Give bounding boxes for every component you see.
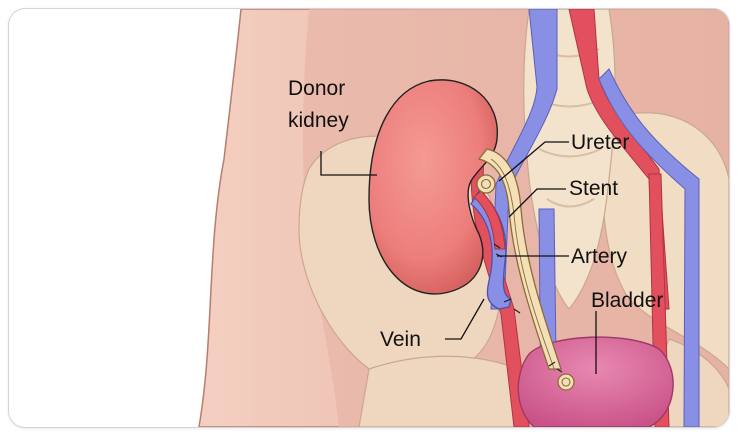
label-donor-kidney-line1: Donor: [288, 77, 345, 100]
kidney-transplant-illustration: Donor kidney Ureter Stent Artery Bladder…: [9, 9, 729, 427]
label-ureter: Ureter: [571, 131, 629, 154]
stent-coil-bottom: [558, 374, 574, 390]
label-bladder: Bladder: [591, 289, 663, 312]
label-artery: Artery: [571, 245, 628, 268]
illustration-frame: Donor kidney Ureter Stent Artery Bladder…: [9, 9, 729, 427]
label-donor-kidney-line2: kidney: [288, 109, 349, 132]
label-vein: Vein: [380, 328, 421, 351]
stent-coil-top: [477, 175, 495, 193]
label-stent: Stent: [569, 177, 618, 200]
pubic-bone: [359, 356, 529, 427]
